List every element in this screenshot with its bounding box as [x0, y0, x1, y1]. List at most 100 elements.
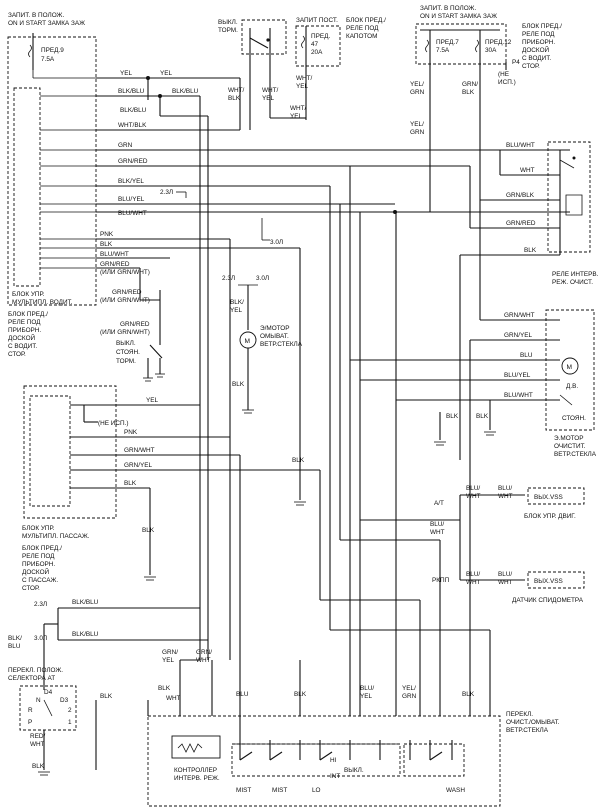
wire-wht-blk-label: WHT/BLK: [118, 122, 147, 129]
vss-branches: A/T BLU/ WHT BLU/ WHT ВЫХ.VSS БЛОК УПР. …: [360, 485, 585, 604]
relay-wire-blu-wht: BLU/WHT: [506, 142, 535, 149]
relay-coil: [565, 194, 583, 216]
bottom-wire-blu-yel-v1: BLU/: [360, 685, 374, 692]
engine-unit-label: БЛОК УПР. ДВИГ.: [524, 513, 576, 520]
bottom-wire-yel-grn-v1: YEL/: [402, 685, 416, 692]
fuse-7-symbol: [425, 39, 429, 53]
driver-unit-wires: YEL YEL BLK/BLU BLK/BLU BLK/BLU WHT/BLK …: [96, 70, 570, 660]
wire-blu-yel-label: BLU/YEL: [118, 196, 145, 203]
fuse-47-name: ПРЕД.: [311, 33, 330, 40]
washer-motor-line2: ОМЫВАТ.: [260, 333, 289, 340]
parking-brake-line2: СТОЯН.: [116, 349, 140, 356]
passenger-wire-yel: YEL: [146, 397, 159, 404]
switch-lo: LO: [312, 787, 321, 794]
brake-light-switch: ВЫКЛ. ТОРМ. WHT/ BLK WHT/ YEL: [218, 19, 290, 130]
wire-grn-blk-v2: BLK: [462, 89, 475, 96]
passenger-wire-grn-yel: GRN/YEL: [124, 462, 153, 469]
passenger-not-used: (НЕ ИСП.): [98, 420, 129, 427]
vss-wire-blu-wht-v1: BLU/: [430, 521, 444, 528]
gear-selector-line2: СЕЛЕКТОРА АТ: [8, 675, 55, 682]
wiper-wire-grn-wht: GRN/WHT: [504, 312, 535, 319]
bottom-wire-yel-grn-v2: GRN: [402, 693, 417, 700]
marker-30l-c: 3.0Л: [34, 635, 47, 642]
wire-wht-yel-v2: YEL: [262, 95, 275, 102]
relay-line1: РЕЛЕ ИНТЕРВ.: [552, 271, 599, 278]
speed-sensor-label: ДАТЧИК СПИДОМЕТРА: [512, 597, 584, 604]
wiper-wire-blu: BLU: [520, 352, 533, 359]
gear-n: N: [36, 697, 41, 704]
fuse-7-12-box-line3: ПРИБОРН.: [522, 39, 555, 46]
gear-r: R: [28, 707, 33, 714]
wiper-wire-blk: BLK: [476, 413, 489, 420]
mt-wire-blu-wht-v1: BLU/: [466, 571, 480, 578]
driver-unit-line2: МУЛЬТИПЛ. ВОДИТ.: [12, 299, 73, 306]
wiper-switch-line1: ПЕРЕКЛ.: [506, 711, 533, 718]
wire-yel-grn-v2: GRN: [410, 89, 425, 96]
wire-grn-red-or-label1: GRN/RED: [100, 261, 130, 268]
wiper-wire-grn-yel: GRN/YEL: [504, 332, 533, 339]
fuse-7-12-box-line5: С ВОДИТ.: [522, 55, 551, 62]
driver-relay-box-line6: СТОР.: [8, 351, 26, 358]
fuse-block-not-used2: ИСП.): [498, 79, 516, 86]
parking-brake-line1: ВЫКЛ.: [116, 340, 136, 347]
passenger-wire-grn-wht: GRN/WHT: [124, 447, 155, 454]
fuse-block-pin: P4: [512, 59, 520, 66]
wire-wht-yel-v1-b: WHT/: [296, 75, 313, 82]
driver-unit-line1: БЛОК УПР.: [12, 291, 45, 298]
wire-yel-grn-v1: YEL/: [410, 81, 424, 88]
driver-relay-box-line1: БЛОК ПРЕД./: [8, 311, 48, 318]
wire-yel-label-2: YEL: [160, 70, 173, 77]
fuse-7-12-box-line6: СТОР.: [522, 63, 540, 70]
relay-wire-blk: BLK: [524, 247, 537, 254]
fuse-12-name: ПРЕД.12: [485, 39, 512, 46]
wire-blk-blu-label-3: BLK/BLU: [120, 107, 147, 114]
fuse-7-12-box-line2: РЕЛЕ ПОД: [522, 31, 555, 38]
relay-wire-grn-red: GRN/RED: [506, 220, 536, 227]
gear-d4: D4: [44, 689, 53, 696]
wire-blu-wht-label-2: BLU/WHT: [100, 251, 129, 258]
wiper-motor: GRN/WHT GRN/YEL BLU BLU/YEL BLU/WHT M Д.…: [350, 309, 597, 458]
wiper-motor-symbol: M: [567, 364, 573, 371]
driver-relay-box-line2: РЕЛЕ ПОД: [8, 319, 41, 326]
gear-2: 2: [68, 707, 72, 714]
fuse-47-box-line3: КАПОТОМ: [346, 33, 377, 40]
engine-variant-split: 2.3Л BLK/BLU 3.0Л BLK/BLU BLK/ BLU: [8, 599, 208, 690]
brake-switch-line1: ВЫКЛ.: [218, 19, 238, 26]
fuse-47-number: 47: [311, 41, 319, 48]
washer-wire-blk-yel-v1: BLK/: [230, 299, 244, 306]
washer-wire-blk-yel-v2: YEL: [230, 307, 243, 314]
gear-d3: D3: [60, 697, 69, 704]
wiper-motor-line2: ОЧИСТИТ.: [554, 443, 586, 450]
passenger-wire-blk-2: BLK: [142, 527, 155, 534]
wire-blk-label: BLK: [100, 241, 113, 248]
switch-mist-1: MIST: [236, 787, 251, 794]
fuse-47-block: ЗАПИТ ПОСТ. ПРЕД. 47 20A БЛОК ПРЕД./ РЕЛ…: [290, 17, 386, 120]
wiper-switch-line2: ОЧИСТ./ОМЫВАТ.: [506, 719, 560, 726]
marker-23l-c: 2.3Л: [34, 601, 47, 608]
wire-blu-wht-label: BLU/WHT: [118, 210, 147, 217]
fuse-7-name: ПРЕД.7: [436, 39, 459, 46]
wire-grn-red-label-4: GRN/RED: [120, 321, 150, 328]
wiper-motor-line1: Э.МОТОР: [554, 435, 584, 442]
gear-wire-red-wht-v1: RED/: [30, 733, 45, 740]
gear-1: 1: [68, 719, 72, 726]
bottom-wire-wht: WHT: [166, 695, 181, 702]
wiper-switch-line3: ВЕТР.СТЕКЛА: [506, 727, 549, 734]
driver-multiplex-unit: БЛОК УПР. МУЛЬТИПЛ. ВОДИТ. БЛОК ПРЕД./ Р…: [8, 87, 73, 358]
passenger-unit-line7: С ПАССАЖ.: [22, 577, 58, 584]
fuse-47-feed: ЗАПИТ ПОСТ.: [296, 17, 338, 24]
fuse-9-rating: 7.5A: [41, 56, 55, 63]
bottom-wire-grn-yel-v2: YEL: [162, 657, 175, 664]
washer-wire-blk: BLK: [232, 381, 245, 388]
wire-yel-label: YEL: [120, 70, 133, 77]
split-wire-blk-blu-2: BLK/BLU: [72, 631, 99, 638]
passenger-unit-line2: МУЛЬТИПЛ. ПАССАЖ.: [22, 533, 90, 540]
center-wire-blk: BLK: [292, 457, 305, 464]
bottom-wire-blu-yel-v2: YEL: [360, 693, 373, 700]
marker-23l-b: 2.3Л: [222, 275, 235, 282]
passenger-unit-line3: БЛОК ПРЕД./: [22, 545, 62, 552]
fuse-9-symbol: [28, 44, 32, 58]
passenger-wire-blk: BLK: [124, 480, 137, 487]
